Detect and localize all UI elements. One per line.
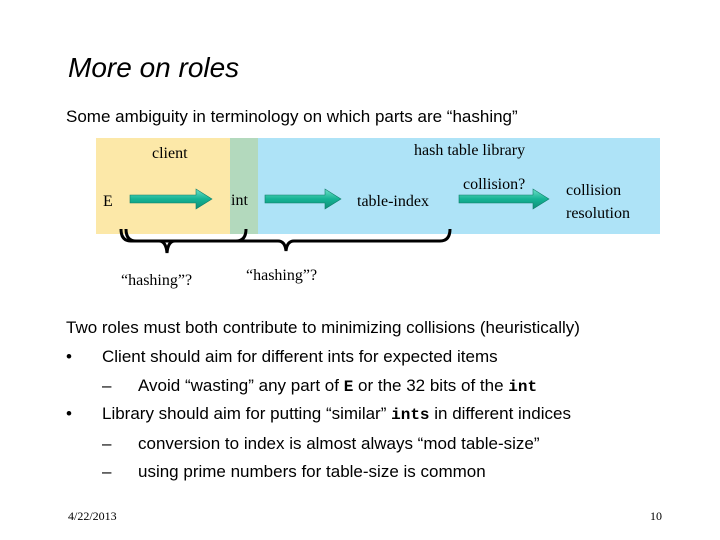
hashing-diagram: client hash table library E int table-in… [96,138,660,289]
slide-title: More on roles [68,52,240,83]
hashing-label-2: “hashing”? [246,267,317,284]
bullet-1-text: Client should aim for different ints for… [102,347,498,366]
int-band [230,138,258,234]
bullet-2-sub-2-marker: – [102,462,112,481]
table-index-label: table-index [357,193,429,210]
slide-subtitle: Some ambiguity in terminology on which p… [66,107,518,126]
footer-page-number: 10 [650,509,662,523]
roles-line: Two roles must both contribute to minimi… [66,318,580,337]
bullet-1-marker: • [66,347,72,366]
e-label: E [103,193,113,210]
int-label: int [231,192,248,209]
hashing-label-1: “hashing”? [121,272,192,289]
library-label: hash table library [414,142,525,159]
bullet-2-text: Library should aim for putting “similar”… [102,404,571,424]
code-e: E [343,378,354,396]
collision-question-label: collision? [463,176,525,193]
bullet-1-sub-marker: – [102,376,112,395]
arrow-e-to-int [129,188,213,210]
arrow-int-to-index [264,188,342,210]
code-int: int [508,378,538,396]
bullet-2-sub-1-text: conversion to index is almost always “mo… [138,434,540,453]
collision-resolution-label-2: resolution [566,205,630,222]
brace-library-hashing [124,228,452,252]
arrow-index-to-resolution [458,188,550,210]
client-label: client [152,145,188,162]
code-ints: ints [391,406,430,424]
bullet-2-sub-2-text: using prime numbers for table-size is co… [138,462,486,481]
collision-resolution-label-1: collision [566,182,621,199]
client-band [96,138,230,234]
bullet-2-sub-1-marker: – [102,434,112,453]
bullet-1-sub-text: Avoid “wasting” any part of E or the 32 … [138,376,538,396]
footer-date: 4/22/2013 [68,509,117,523]
bullet-2-marker: • [66,404,72,423]
